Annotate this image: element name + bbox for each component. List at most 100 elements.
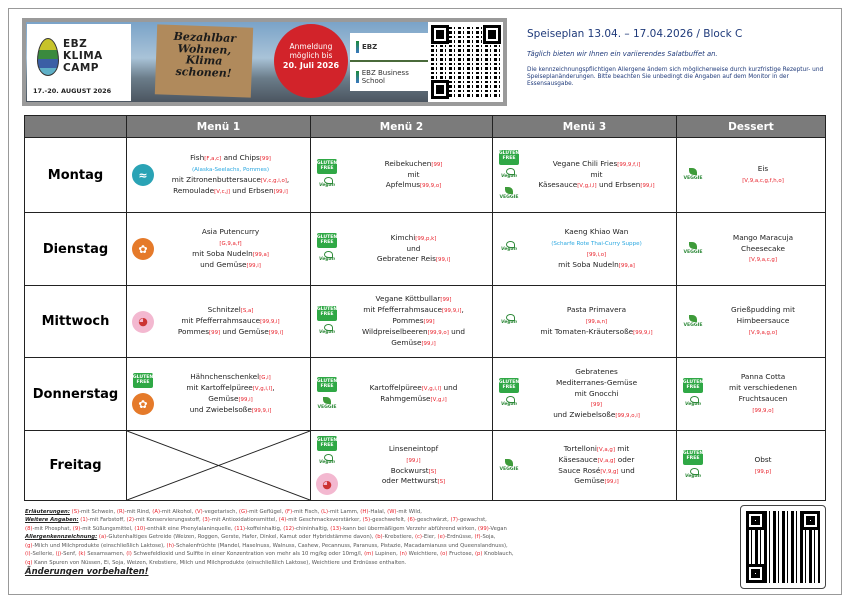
menu-1-cell[interactable]: ≈Fish[F,a,c] and Chips[99](Alaska-Seelac… xyxy=(126,137,311,213)
dish-icons: ✿ xyxy=(131,238,155,260)
gluten-icon: GLUTEN FREE xyxy=(317,377,337,392)
legend-code: (A) xyxy=(152,509,161,515)
dish-name: and Chips xyxy=(221,153,260,163)
dish-name: mit Kartoffelpüree xyxy=(186,383,253,393)
allergen-codes: [99] xyxy=(423,319,435,326)
legend-code: (a) xyxy=(98,534,107,541)
dish-line: [V,9,a,g,o] xyxy=(705,327,821,338)
allergen-codes: [V,g,i,l] xyxy=(577,183,597,190)
legend-text: -mit Süßungsmittel, xyxy=(80,525,135,532)
dish-line: mit Kartoffelpüree[V,g,i,l], xyxy=(155,383,306,394)
legend-code: (9) xyxy=(72,525,81,532)
dish-line: mit Gnocchi xyxy=(521,389,672,400)
legend-code: (n) xyxy=(399,551,407,558)
allergen-codes: [99,i] xyxy=(246,262,261,269)
legend-code: (V) xyxy=(194,509,203,515)
dish-line: Remoulade[V,c,j] und Erbsen[99,i] xyxy=(155,186,306,197)
dish-line: Schnitzel[S,a] xyxy=(155,305,306,316)
veggie-icon: VEGGIE xyxy=(683,168,703,182)
legend-code: (l) xyxy=(126,551,132,558)
dish-name: Asia Putencurry xyxy=(201,227,260,237)
dish-name: Obst xyxy=(754,454,772,464)
allergen-codes: [99,a,n] xyxy=(585,319,608,326)
allergen-codes: [V,g,i] xyxy=(430,397,447,403)
dish-icons: GLUTEN FREE✿ xyxy=(131,373,155,415)
dish-name: mit xyxy=(407,169,420,179)
menu-1-cell[interactable] xyxy=(126,430,311,501)
dish-line: Apfelmus[99,9,o] xyxy=(339,180,488,191)
logo-text: EBZ xyxy=(63,38,88,50)
dish-name: mit Zitronenbuttersauce xyxy=(171,175,261,184)
dish-name: Apfelmus xyxy=(385,180,420,190)
menu-1-cell[interactable]: ✿Asia Putencurry[G,9,a,f]mit Soba Nudeln… xyxy=(126,212,311,286)
dish-line: Pommes[99] xyxy=(339,316,488,327)
legend-heading: Erläuterungen: xyxy=(25,509,70,515)
dish-name: Linseneintopf xyxy=(388,443,439,453)
dish-line: mit xyxy=(339,170,488,181)
allergen-codes: [99,9,o] xyxy=(427,329,449,336)
legend-code: (4) xyxy=(278,517,287,524)
day-label: Dienstag xyxy=(24,212,127,286)
vegan-icon: Vegan xyxy=(500,241,518,255)
allergen-codes: [99] xyxy=(209,329,221,336)
dish-name: und Gemüse xyxy=(220,326,269,336)
day-label: Freitag xyxy=(24,430,127,501)
menu-1-cell[interactable]: ◕Schnitzel[S,a]mit Pfefferrahmsauce[99,9… xyxy=(126,285,311,358)
legend-code: (e) xyxy=(437,534,445,541)
dish-text: Schnitzel[S,a]mit Pfefferrahmsauce[99,9,… xyxy=(155,305,306,338)
allergen-codes: [99,i] xyxy=(238,397,253,403)
leaf-icon xyxy=(37,38,59,76)
footer-qr-code[interactable] xyxy=(740,505,826,589)
dish-note: (Alaska-Seelachs, Pommes) xyxy=(191,167,270,174)
gluten-icon: GLUTEN FREE xyxy=(499,149,519,165)
legend-text: -mit Fisch, xyxy=(292,509,322,515)
allergen-codes: [S] xyxy=(428,468,437,475)
dish-line: Himbeersauce xyxy=(705,316,821,327)
dish-icons: Vegan xyxy=(497,313,521,328)
dish-name: und xyxy=(448,326,466,336)
allergen-codes: [99,9,i] xyxy=(442,308,462,315)
legend-code: (o) xyxy=(440,551,448,558)
allergen-codes: [99] xyxy=(431,161,443,168)
dish-name: Gebratener Reis xyxy=(376,254,436,264)
legend-code: (3) xyxy=(202,517,210,524)
column-header: Menü 1 xyxy=(126,115,311,138)
menu-1-cell[interactable]: GLUTEN FREE✿Hähnchenschenkel[G,i]mit Kar… xyxy=(126,357,311,431)
dish-name: Vegane Chili Fries xyxy=(552,158,618,168)
dish-name: Rahmgemüse xyxy=(380,394,431,403)
changes-reserved-note: Änderungen vorbehalten! xyxy=(25,567,149,578)
dish-line: Gemüse[99,i] xyxy=(155,394,306,405)
allergen-codes: [F,a,c] xyxy=(204,156,222,163)
dish-name: mit xyxy=(590,169,603,179)
legend-code: (i) xyxy=(25,551,31,558)
dish-name: , xyxy=(272,383,275,393)
dish-line: Linseneintopf xyxy=(339,444,488,455)
dish-line: Gemüse[99,i] xyxy=(339,338,488,349)
logo-text: CAMP xyxy=(63,62,99,75)
qr-code[interactable] xyxy=(428,22,503,102)
legend-text: -mit Lamm, xyxy=(328,509,361,515)
vegan-icon: Vegan xyxy=(318,323,336,338)
